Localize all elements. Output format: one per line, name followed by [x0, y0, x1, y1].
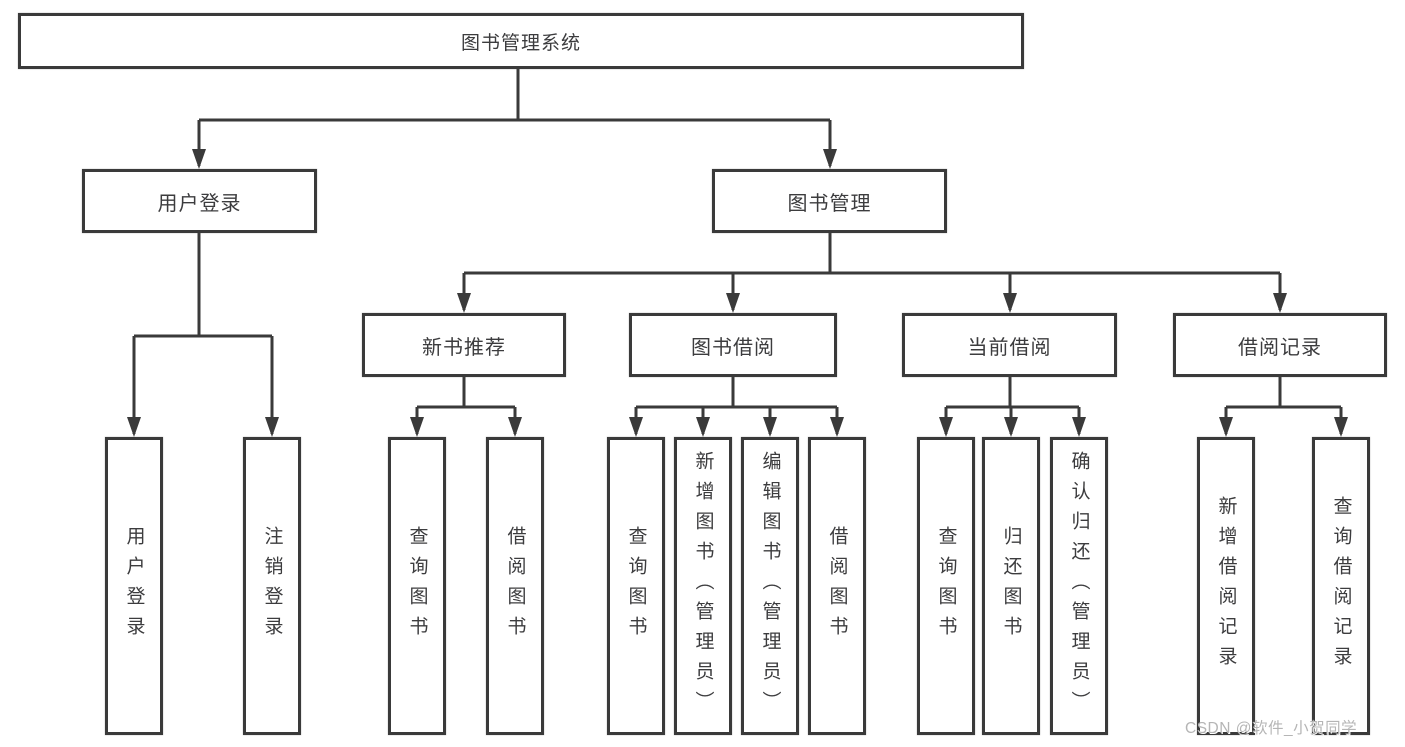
node-label: 借阅图书 [826, 526, 848, 646]
node-book-management-branch: 图书管理 [712, 169, 947, 233]
node-label: 新增借阅记录 [1215, 496, 1237, 676]
node-query-books-recommendation: 查询图书 [388, 437, 446, 735]
node-borrowing-records: 借阅记录 [1173, 313, 1387, 377]
node-logout: 注销登录 [243, 437, 301, 735]
node-query-borrow-record: 查询借阅记录 [1312, 437, 1370, 735]
node-label: 注销登录 [261, 526, 283, 646]
node-label: 查询图书 [935, 526, 957, 646]
node-label: 确认归还（管理员） [1068, 451, 1090, 721]
node-add-books-admin: 新增图书（管理员） [674, 437, 732, 735]
tree-edges [132, 69, 1343, 434]
node-borrow-books-borrowing: 借阅图书 [808, 437, 866, 735]
watermark: CSDN @软件_小贺同学 [1185, 720, 1358, 737]
node-query-books-current: 查询图书 [917, 437, 975, 735]
node-query-books-borrowing: 查询图书 [607, 437, 665, 735]
node-return-books: 归还图书 [982, 437, 1040, 735]
node-new-book-recommendation: 新书推荐 [362, 313, 566, 377]
node-edit-books-admin: 编辑图书（管理员） [741, 437, 799, 735]
node-label: 查询图书 [406, 526, 428, 646]
node-label: 查询图书 [625, 526, 647, 646]
node-book-borrowing: 图书借阅 [629, 313, 837, 377]
node-user-login: 用户登录 [105, 437, 163, 735]
node-label: 查询借阅记录 [1330, 496, 1352, 676]
node-book-management-system: 图书管理系统 [18, 13, 1024, 69]
node-user-login-branch: 用户登录 [82, 169, 317, 233]
node-current-borrowing: 当前借阅 [902, 313, 1117, 377]
node-label: 归还图书 [1000, 526, 1022, 646]
node-confirm-return-admin: 确认归还（管理员） [1050, 437, 1108, 735]
node-add-borrow-record: 新增借阅记录 [1197, 437, 1255, 735]
node-label: 新增图书（管理员） [692, 451, 714, 721]
node-label: 用户登录 [123, 526, 145, 646]
arrowhead-icons [127, 149, 1348, 437]
node-label: 编辑图书（管理员） [759, 451, 781, 721]
node-borrow-books-recommendation: 借阅图书 [486, 437, 544, 735]
node-label: 借阅图书 [504, 526, 526, 646]
